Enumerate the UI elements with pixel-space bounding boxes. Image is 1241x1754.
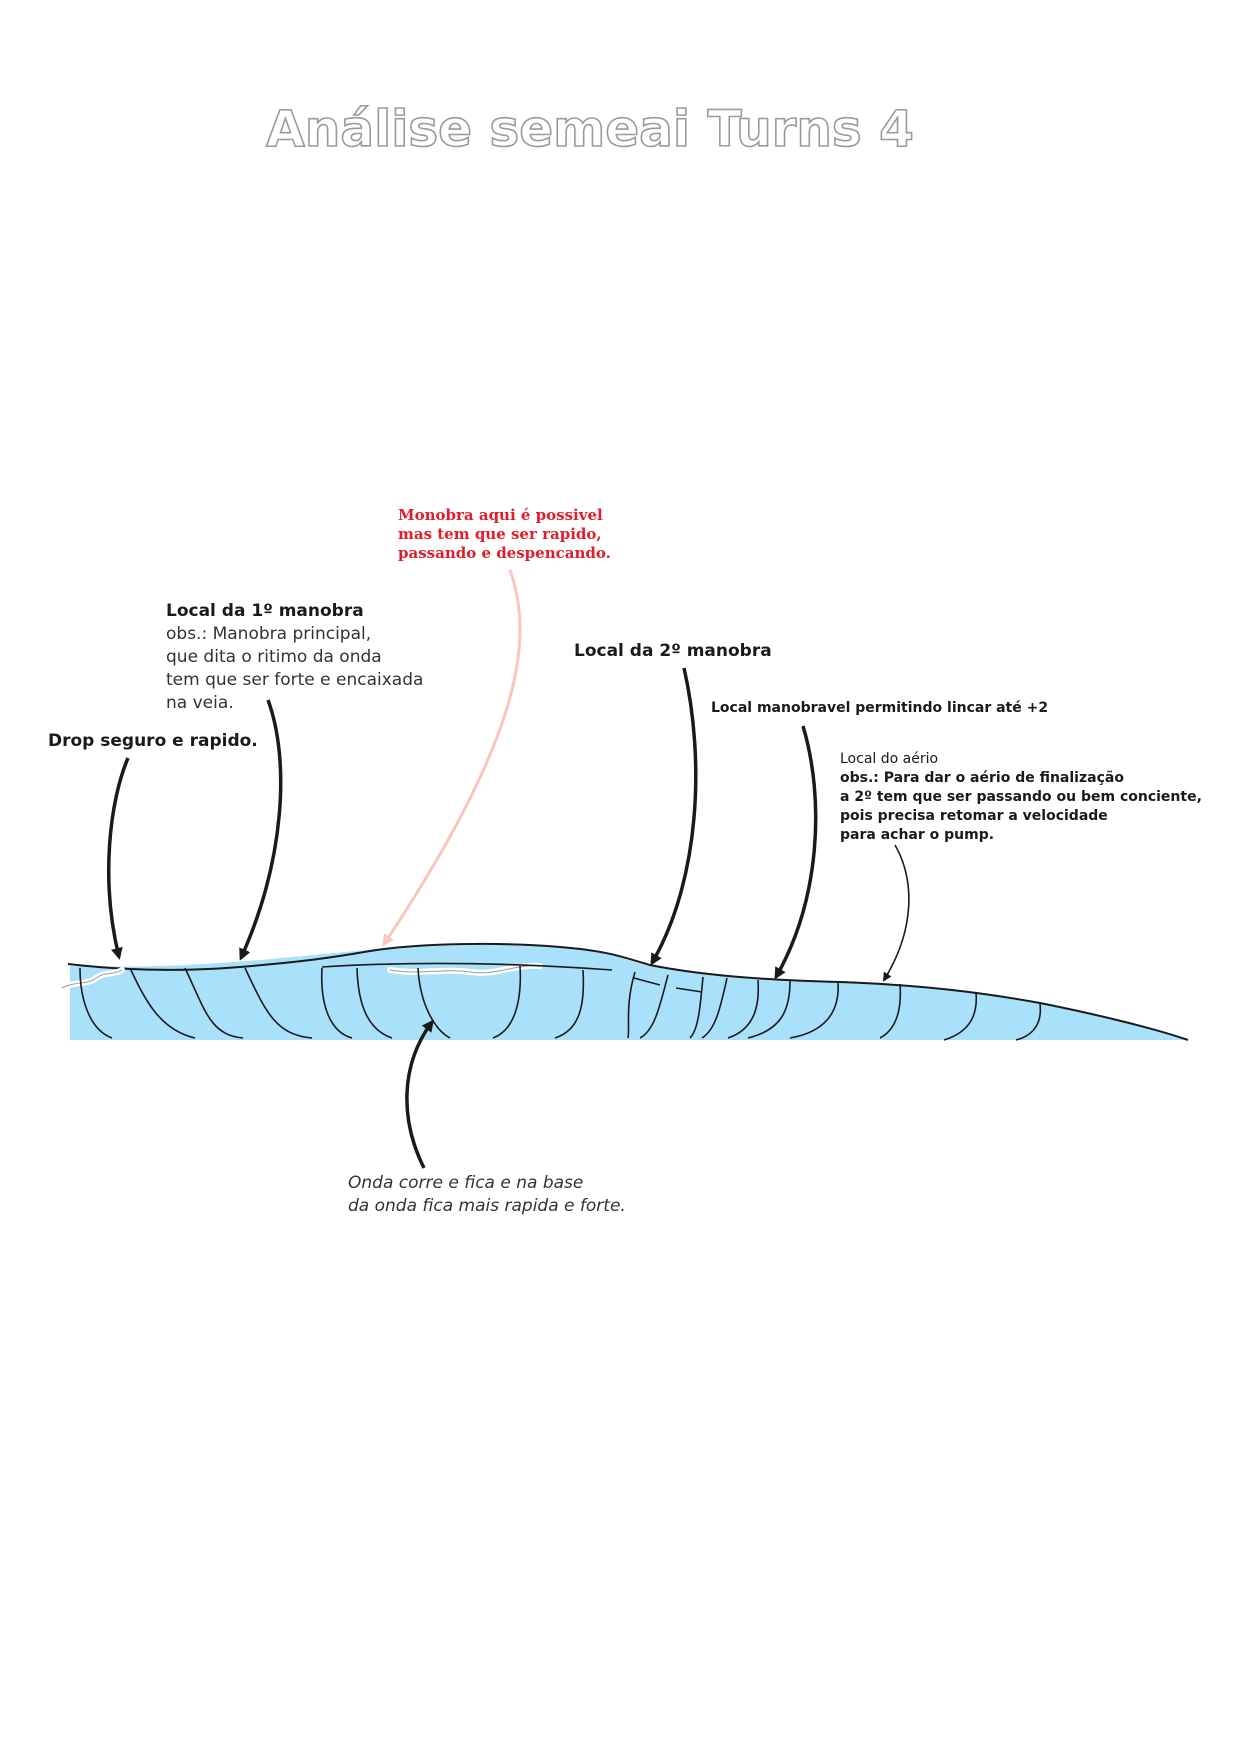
inner-dash-1 (633, 977, 661, 986)
arrow-wave-base (405, 1019, 434, 1169)
first-maneuver-heading: Local da 1º manobra (166, 601, 364, 621)
arrow-first-maneuver (239, 699, 283, 961)
wave-crest-line (67, 942, 1189, 1041)
linkable-note: Local manobravel permitindo lincar até +… (711, 700, 1049, 716)
wave-water (70, 944, 1188, 1040)
first-maneuver-line: obs.: Manobra principal, (166, 624, 372, 644)
aerial-line: pois precisa retomar a velocidade (840, 808, 1108, 824)
arrow-linkable (774, 725, 818, 980)
second-maneuver-note: Local da 2º manobra (574, 641, 772, 661)
inner-crest-line (321, 962, 613, 971)
red-note-line: mas tem que ser rapido, (398, 525, 602, 543)
drop-note: Drop seguro e rapido. (48, 731, 258, 751)
page-title: Análise semeai Turns 4 (265, 99, 914, 159)
wave-curves (79, 965, 1042, 1041)
aerial-line: a 2º tem que ser passando ou bem concien… (840, 789, 1202, 805)
whitewash-left-outline (61, 969, 123, 989)
first-maneuver-note: Local da 1º manobra obs.: Manobra princi… (166, 600, 423, 715)
aerial-note: Local do aério obs.: Para dar o aério de… (840, 750, 1202, 845)
wave-base-line: da onda fica mais rapida e forte. (348, 1196, 626, 1216)
aerial-heading: Local do aério (840, 751, 939, 767)
wave-base-note: Onda corre e fica e na base da onda fica… (348, 1172, 626, 1218)
aerial-line: para achar o pump. (840, 827, 995, 843)
whitewash-mid-outline (389, 965, 541, 974)
arrow-drop (107, 757, 130, 960)
wave-base-line: Onda corre e fica e na base (348, 1173, 584, 1193)
red-note: Monobra aqui é possivel mas tem que ser … (398, 506, 611, 563)
first-maneuver-line: que dita o ritimo da onda (166, 647, 382, 667)
arrow-second-maneuver (650, 667, 698, 966)
aerial-line: obs.: Para dar o aério de finalização (840, 770, 1124, 786)
first-maneuver-line: na veia. (166, 693, 234, 713)
first-maneuver-line: tem que ser forte e encaixada (166, 670, 424, 690)
inner-dash-2 (675, 987, 703, 993)
red-note-line: Monobra aqui é possivel (398, 506, 603, 524)
arrow-red-note (382, 569, 522, 947)
arrow-aerial (882, 844, 910, 982)
red-note-line: passando e despencando. (398, 544, 611, 562)
